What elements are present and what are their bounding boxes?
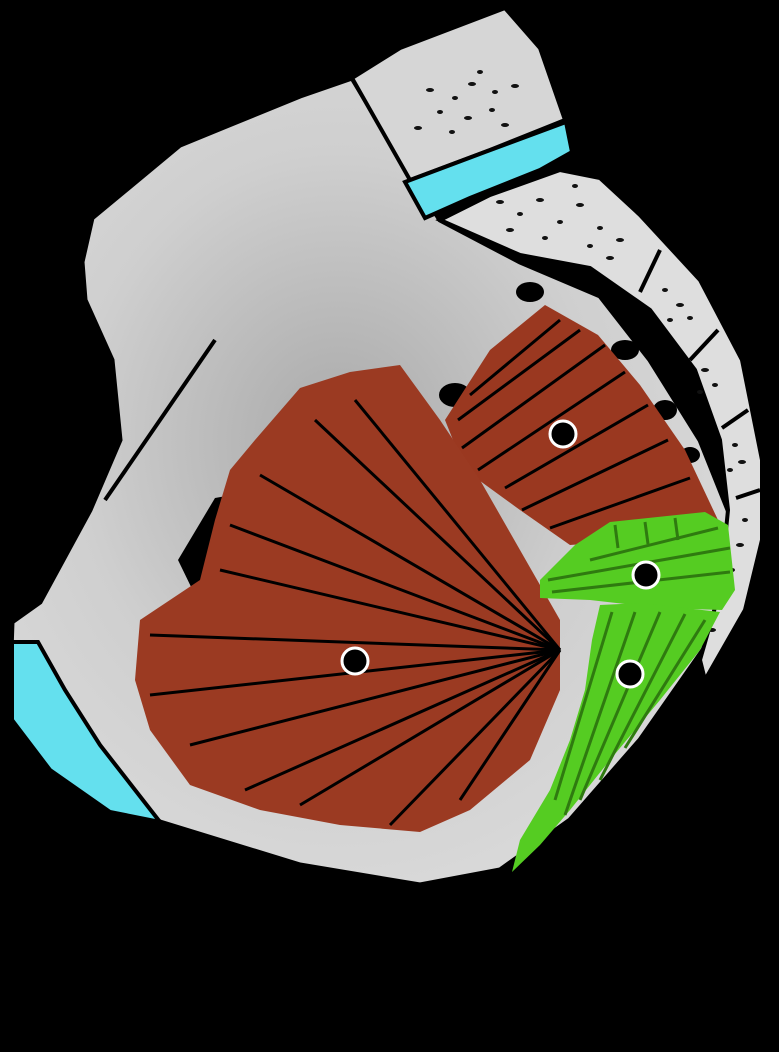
marker-large-muscle bbox=[342, 648, 368, 674]
marker-green-lower bbox=[617, 661, 643, 687]
marker-upper-muscle bbox=[550, 421, 576, 447]
marker-green-upper bbox=[633, 562, 659, 588]
